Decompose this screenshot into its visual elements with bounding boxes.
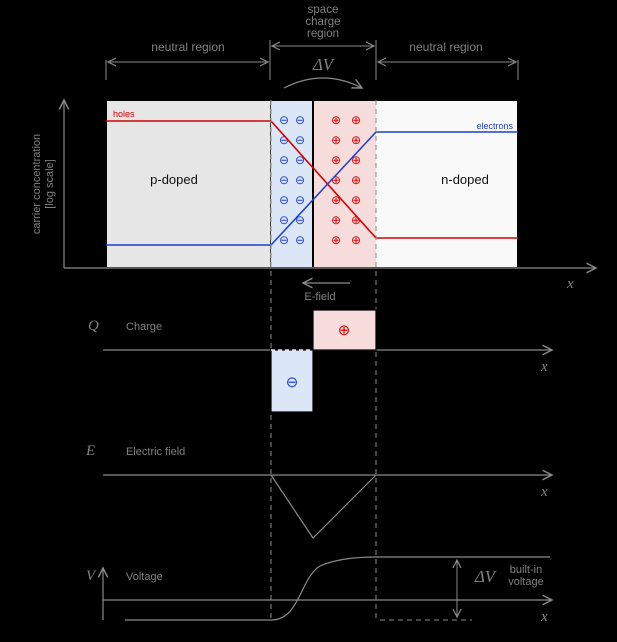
negative-charge-glyph: ⊖: [279, 113, 289, 127]
charge-x-label: x: [540, 359, 548, 375]
positive-charge-glyph: ⊕: [331, 153, 341, 167]
space-charge-label-1: space: [308, 4, 339, 16]
positive-charge-glyph: ⊕: [351, 173, 361, 187]
y-axis-label-2: [log scale]: [44, 159, 56, 209]
negative-charge-glyph: ⊖: [295, 153, 305, 167]
positive-charge-glyph: ⊕: [331, 113, 341, 127]
negative-charge-glyph: ⊖: [279, 233, 289, 247]
efield-x-label: x: [540, 484, 548, 500]
delta-v-top-label: ΔV: [312, 55, 336, 74]
negative-charge-glyph: ⊖: [279, 213, 289, 227]
electrons-label: electrons: [476, 121, 513, 131]
n-neutral-region: [376, 100, 518, 268]
negative-charge-glyph: ⊖: [279, 193, 289, 207]
positive-charge-glyph: ⊕: [331, 133, 341, 147]
negative-charge-glyph: ⊖: [295, 213, 305, 227]
neutral-right-label: neutral region: [409, 40, 482, 54]
depletion-positive-region: [313, 100, 376, 268]
negative-charge-glyph: ⊖: [279, 133, 289, 147]
positive-charge-block: [312, 309, 377, 351]
charge-label: Charge: [126, 321, 162, 333]
voltage-axis-label: V: [86, 568, 97, 584]
positive-charge-glyph: ⊕: [351, 193, 361, 207]
negative-charge-glyph: ⊖: [295, 113, 305, 127]
negative-charge-glyph: ⊖: [279, 153, 289, 167]
y-axis-label-1: carrier concentration: [31, 134, 43, 234]
space-charge-label-3: region: [307, 28, 339, 40]
neutral-left-label: neutral region: [151, 40, 224, 54]
positive-charge-glyph: ⊕: [351, 133, 361, 147]
e-field-label: E-field: [304, 291, 335, 303]
top-x-axis-label: x: [566, 276, 574, 292]
efield-axis-label: E: [85, 443, 95, 459]
positive-charge-glyph: ⊕: [351, 213, 361, 227]
delta-v-right-label: ΔV: [474, 567, 498, 586]
holes-label: holes: [113, 109, 135, 119]
negative-charges: ⊖ ⊖ ⊖ ⊖ ⊖ ⊖ ⊖ ⊖ ⊖ ⊖ ⊖ ⊖ ⊖ ⊖: [279, 113, 305, 247]
negative-charge-glyph: ⊖: [295, 233, 305, 247]
positive-charge-glyph: ⊕: [331, 193, 341, 207]
built-in-label-1: built-in: [510, 564, 542, 576]
voltage-label: Voltage: [126, 571, 163, 583]
positive-charge-symbol: ⊕: [338, 322, 351, 339]
negative-charge-glyph: ⊖: [295, 173, 305, 187]
negative-charge-glyph: ⊖: [295, 133, 305, 147]
positive-charge-glyph: ⊕: [351, 233, 361, 247]
charge-axis-label: Q: [88, 318, 99, 334]
depletion-negative-region: [271, 100, 313, 268]
negative-charge-symbol: ⊖: [286, 374, 299, 391]
positive-charge-glyph: ⊕: [331, 213, 341, 227]
p-doped-label: p-doped: [150, 172, 198, 187]
voltage-profile: [125, 556, 550, 621]
positive-charge-glyph: ⊕: [331, 173, 341, 187]
positive-charge-glyph: ⊕: [351, 113, 361, 127]
holes-line: [106, 120, 518, 239]
positive-charges: ⊕ ⊕ ⊕ ⊕ ⊕ ⊕ ⊕ ⊕ ⊕ ⊕ ⊕ ⊕ ⊕ ⊕: [331, 113, 361, 247]
built-in-label-2: voltage: [508, 576, 543, 588]
positive-charge-glyph: ⊕: [351, 153, 361, 167]
potential-arc-arrow: [283, 77, 362, 88]
electrons-line: [106, 131, 518, 246]
negative-charge-glyph: ⊖: [295, 193, 305, 207]
negative-charge-glyph: ⊖: [279, 173, 289, 187]
voltage-x-label: x: [540, 609, 548, 625]
n-doped-label: n-doped: [441, 172, 489, 187]
efield-profile: [270, 474, 377, 539]
space-charge-label-2: charge: [305, 16, 340, 28]
positive-charge-glyph: ⊕: [331, 233, 341, 247]
electric-field-label: Electric field: [126, 446, 185, 458]
